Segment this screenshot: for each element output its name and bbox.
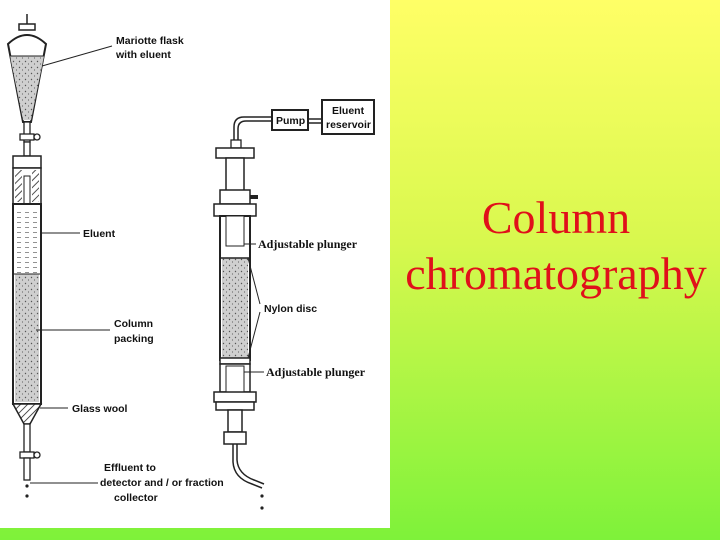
mariotte-flask bbox=[6, 14, 48, 157]
slide-title-line1: Column bbox=[481, 192, 631, 243]
label-plunger-top: Adjustable plunger bbox=[258, 237, 358, 251]
label-pump: Pump bbox=[276, 115, 305, 127]
slide-title-line2: chromatography bbox=[405, 248, 707, 299]
slide-title: Column chromatography bbox=[392, 190, 720, 302]
gravity-column bbox=[11, 155, 43, 498]
label-reservoir-1: Eluent bbox=[332, 105, 365, 117]
diagram-panel: Mariotte flask with eluent Eluent Column… bbox=[6, 14, 375, 510]
label-mariotte-1: Mariotte flask bbox=[116, 35, 184, 47]
label-nylon-disc: Nylon disc bbox=[264, 303, 317, 315]
label-effluent-2: detector and / or fraction bbox=[100, 477, 224, 489]
label-effluent-1: Effluent to bbox=[104, 462, 156, 474]
label-eluent: Eluent bbox=[83, 228, 116, 240]
label-plunger-bottom: Adjustable plunger bbox=[266, 365, 366, 379]
label-glass-wool: Glass wool bbox=[72, 403, 128, 415]
label-mariotte-2: with eluent bbox=[115, 49, 171, 61]
label-packing-1: Column bbox=[114, 318, 153, 330]
hplc-column bbox=[213, 139, 265, 510]
pump-and-reservoir bbox=[233, 99, 375, 140]
chromatography-diagram: Mariotte flask with eluent Eluent Column… bbox=[6, 14, 375, 510]
label-packing-2: packing bbox=[114, 333, 154, 345]
label-reservoir-2: reservoir bbox=[326, 119, 371, 131]
label-effluent-3: collector bbox=[114, 492, 158, 504]
